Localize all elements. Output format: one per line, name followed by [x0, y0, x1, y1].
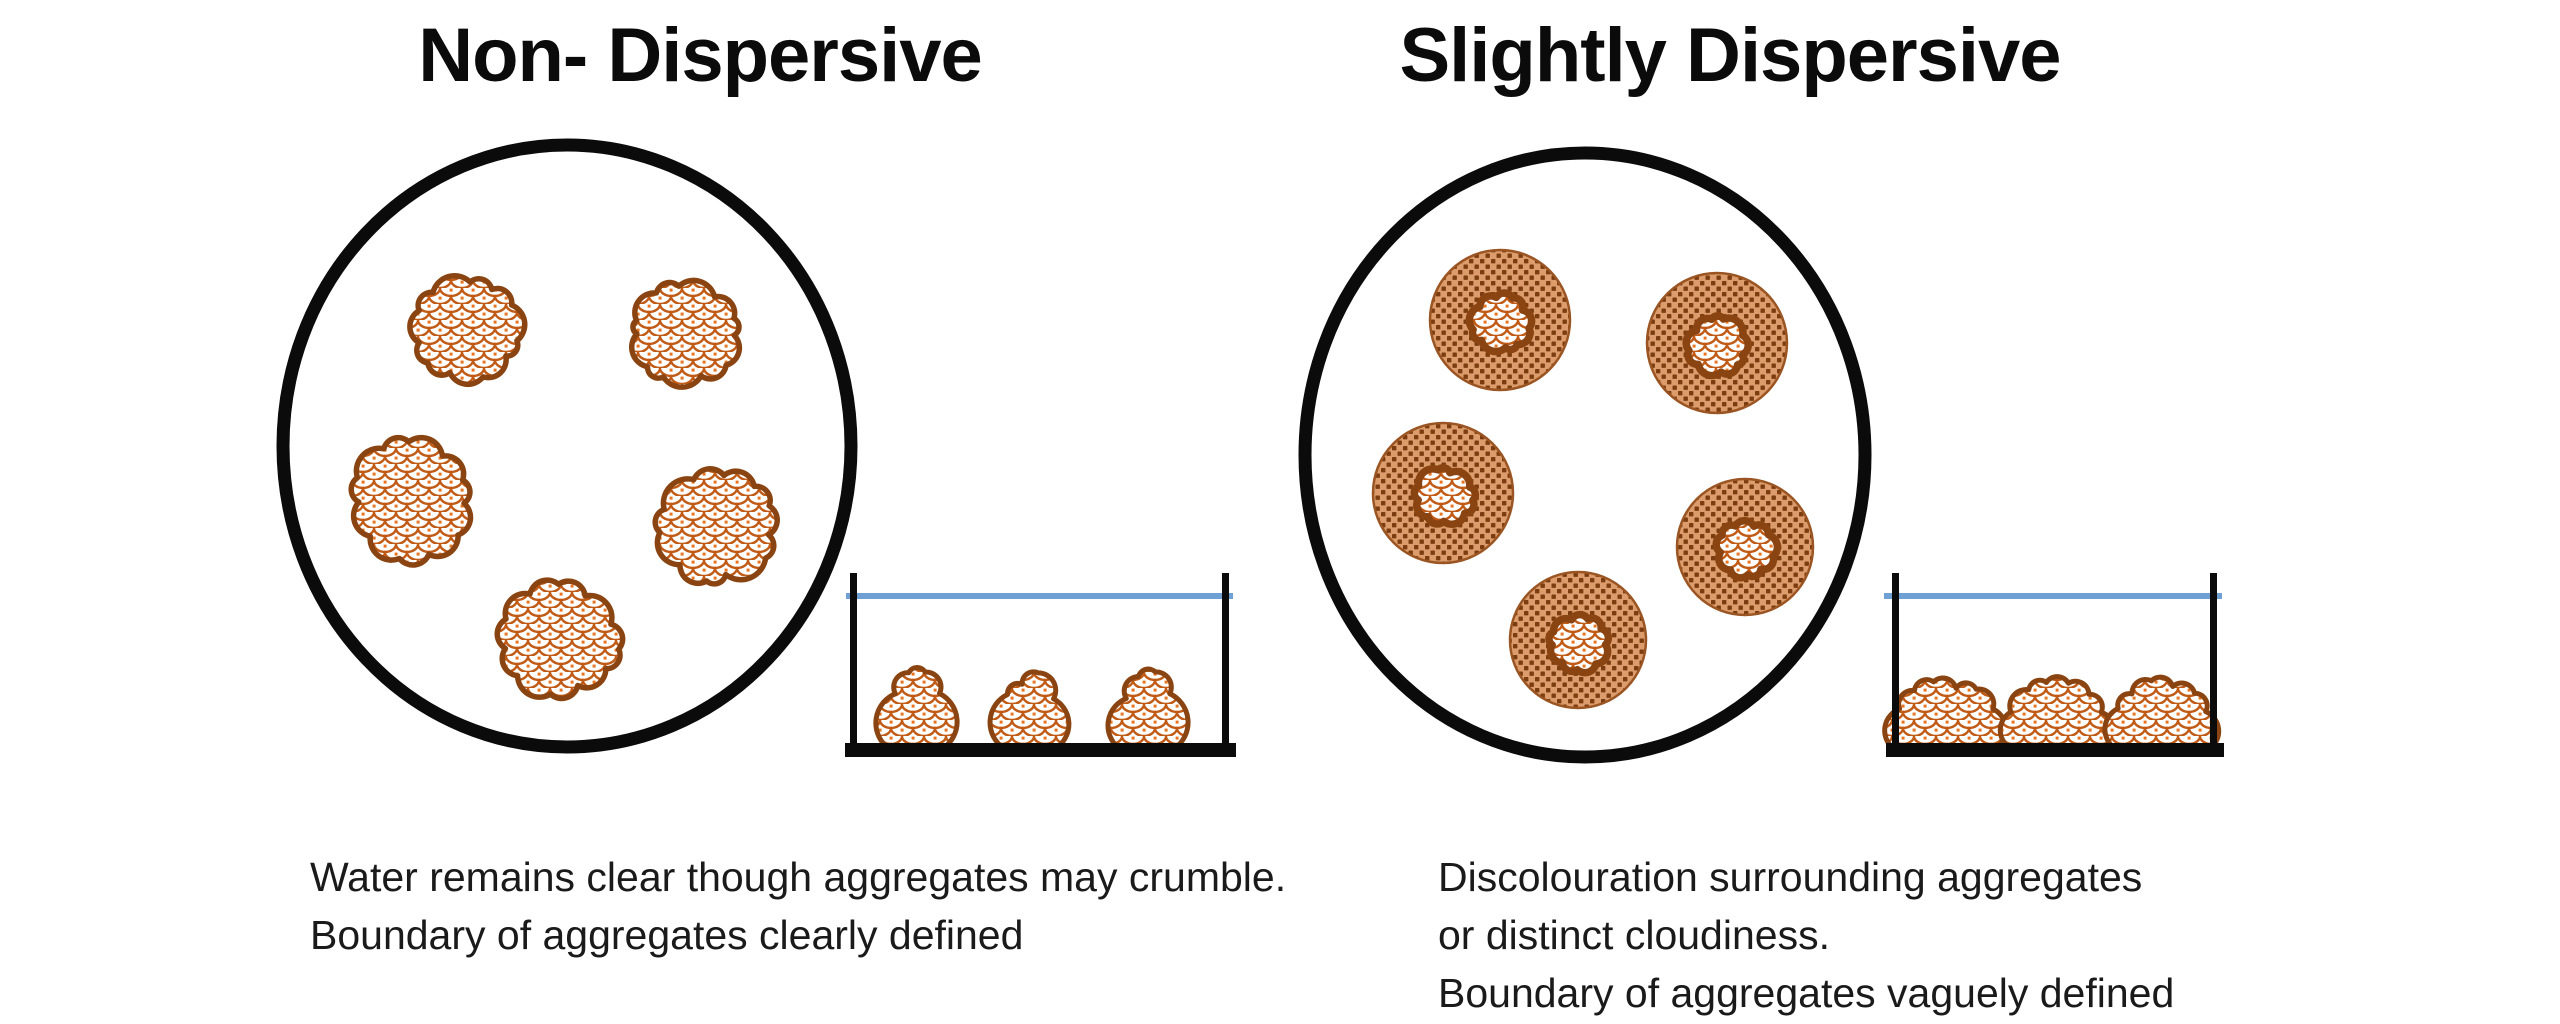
caption-line: Boundary of aggregates vaguely defined — [1438, 970, 2175, 1016]
settled-aggregate — [873, 665, 960, 751]
title-slightly-dispersive: Slightly Dispersive — [1399, 13, 2061, 98]
soil-aggregate — [628, 277, 743, 390]
settled-aggregates — [873, 665, 1191, 751]
caption-non-dispersive: Water remains clear though aggregates ma… — [310, 848, 1286, 964]
settled-aggregate — [2102, 674, 2222, 751]
caption-slightly-dispersive: Discolouration surrounding aggregates or… — [1438, 848, 2174, 1022]
slightly-dispersive-dish — [1298, 146, 1872, 764]
haloed-aggregate — [1371, 421, 1515, 565]
haloed-aggregate — [1675, 477, 1815, 617]
soil-aggregate — [407, 273, 528, 388]
caption-line: Discolouration surrounding aggregates — [1438, 854, 2143, 900]
dish-aggregates — [1371, 248, 1815, 710]
settled-aggregate — [1882, 675, 2009, 751]
haloed-aggregate — [1645, 271, 1789, 415]
soil-aggregate — [494, 577, 626, 702]
settled-aggregate — [1997, 674, 2119, 751]
aggregate-core — [1682, 312, 1752, 380]
haloed-aggregate — [1428, 248, 1572, 392]
caption-line: Water remains clear though aggregates ma… — [310, 854, 1287, 900]
aggregate-core — [1410, 464, 1480, 528]
haloed-aggregate — [1508, 570, 1648, 710]
caption-line: or distinct cloudiness. — [1438, 912, 1830, 958]
aggregate-core — [1712, 517, 1782, 582]
soil-aggregate — [652, 466, 780, 587]
aggregate-core — [1465, 289, 1536, 356]
dish-aggregates — [348, 273, 780, 702]
settled-aggregates — [1882, 674, 2222, 751]
settled-aggregate — [987, 669, 1072, 751]
caption-line: Boundary of aggregates clearly defined — [310, 912, 1024, 958]
soil-aggregate — [348, 434, 474, 568]
settled-aggregate — [1105, 666, 1191, 751]
title-non-dispersive: Non- Dispersive — [418, 13, 983, 98]
aggregate-core — [1545, 610, 1613, 677]
non-dispersive-dish — [276, 138, 858, 754]
slightly-dispersive-tray — [1882, 573, 2224, 757]
non-dispersive-tray — [845, 573, 1236, 757]
